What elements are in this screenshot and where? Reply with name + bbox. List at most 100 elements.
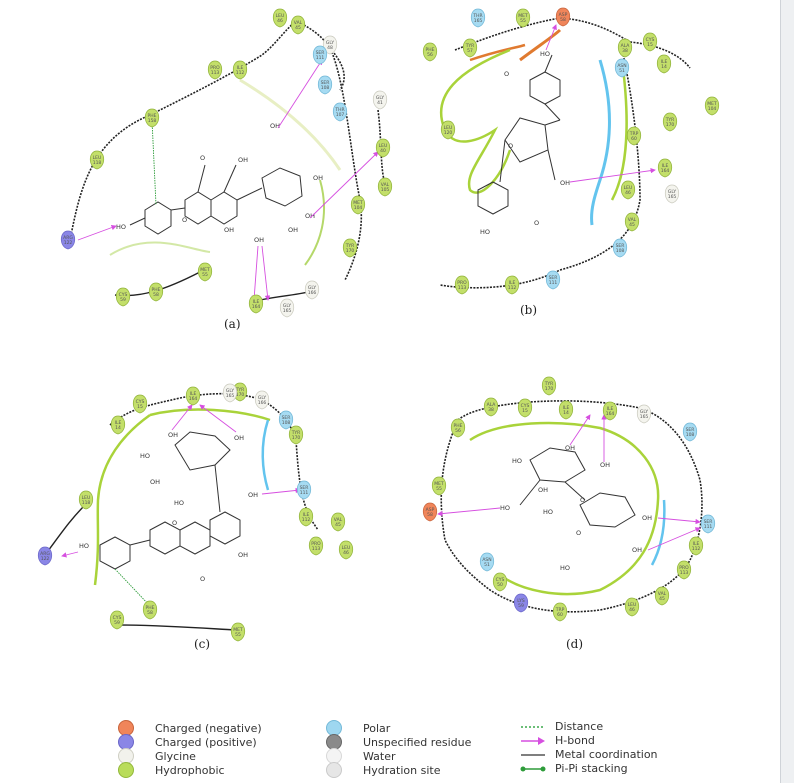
- atom-label: OH: [565, 444, 575, 452]
- residue-label: TRP: [555, 607, 565, 613]
- residue-label: 104: [708, 106, 717, 112]
- residue-label: 46: [629, 607, 635, 613]
- residue-label: 170: [545, 386, 554, 392]
- residue-label: 170: [666, 122, 675, 128]
- residue-label: 58: [427, 512, 433, 518]
- residue-label: CYS: [136, 399, 145, 405]
- residue-label: 164: [252, 304, 261, 310]
- panel-d: OH OH HO OH HO HO OH OH O O HO TYR170ALA…: [422, 376, 716, 651]
- residue-label: 14: [563, 410, 569, 416]
- panel-label-c: (c): [194, 637, 210, 651]
- residue-label: THR: [334, 107, 344, 113]
- atom-label: HO: [79, 542, 89, 550]
- residue-label: SER: [704, 519, 713, 525]
- panel-label-a: (a): [224, 317, 241, 331]
- residue-label: TYR: [665, 117, 675, 123]
- residue-label: 46: [277, 18, 283, 24]
- residue-label: TYR: [345, 243, 355, 249]
- residue-label: MET: [707, 101, 717, 107]
- atom-label: HO: [174, 499, 184, 507]
- residue-label: 14: [661, 64, 667, 70]
- legend-distance: Distance: [520, 720, 603, 733]
- residue-label: ASN: [617, 63, 626, 69]
- residue-label: 165: [226, 393, 235, 399]
- residue-label: 113: [458, 285, 467, 291]
- residue-label: SER: [616, 243, 625, 249]
- residue-label: 112: [302, 517, 311, 523]
- residue-label: GLY: [376, 95, 384, 101]
- residue-label: 55: [520, 18, 526, 24]
- residue-label: TYR: [544, 381, 554, 387]
- residue-label: GLY: [668, 189, 676, 195]
- residue-label: 164: [606, 411, 615, 417]
- atom-label: O: [200, 154, 205, 162]
- residue-label: 57: [467, 48, 473, 54]
- metal-coordination-line-icon: [521, 753, 545, 756]
- residue-label: ILE: [607, 406, 614, 412]
- atom-label: OH: [254, 236, 264, 244]
- residue-label: 50: [497, 582, 503, 588]
- residue-label: TYR: [465, 43, 475, 49]
- residue-label: VAL: [658, 591, 667, 597]
- residue-label: PHE: [152, 287, 161, 293]
- residue-label: 60: [557, 612, 563, 618]
- residue-label: 59: [120, 297, 126, 303]
- residue-label: 158: [148, 118, 157, 124]
- atom-label: OH: [238, 551, 248, 559]
- residue-label: 58: [560, 17, 566, 23]
- residue-label: ASP: [426, 507, 435, 513]
- residue-label: 165: [640, 414, 649, 420]
- residue-label: MET: [233, 627, 243, 633]
- residue-label: GLY: [326, 40, 334, 46]
- residue-label: SER: [321, 80, 330, 86]
- residue-label: GLY: [258, 395, 266, 401]
- residue-label: 59: [518, 603, 524, 609]
- residue-label: 45: [629, 222, 635, 228]
- residue-label: 45: [659, 596, 665, 602]
- residue-label: 170: [236, 392, 245, 398]
- residue-label: ASN: [482, 557, 491, 563]
- panel-label-d: (d): [566, 637, 583, 651]
- atom-label: OH: [224, 226, 234, 234]
- residue-label: ASP: [559, 12, 568, 18]
- atom-label: OH: [600, 461, 610, 469]
- residue-label: 104: [354, 205, 363, 211]
- residue-label: MET: [434, 481, 444, 487]
- residue-label: CYS: [521, 403, 530, 409]
- residue-label: 112: [692, 546, 701, 552]
- panel-label-b: (b): [520, 303, 537, 317]
- residue-label: 15: [522, 408, 528, 414]
- vertical-scrollbar[interactable]: [780, 0, 794, 783]
- panel-c: OH OH HO OH HO OH HO O O OH TYR170CYS15I…: [37, 382, 354, 651]
- residue-label: ILE: [237, 65, 244, 71]
- residue-label: 38: [488, 407, 494, 413]
